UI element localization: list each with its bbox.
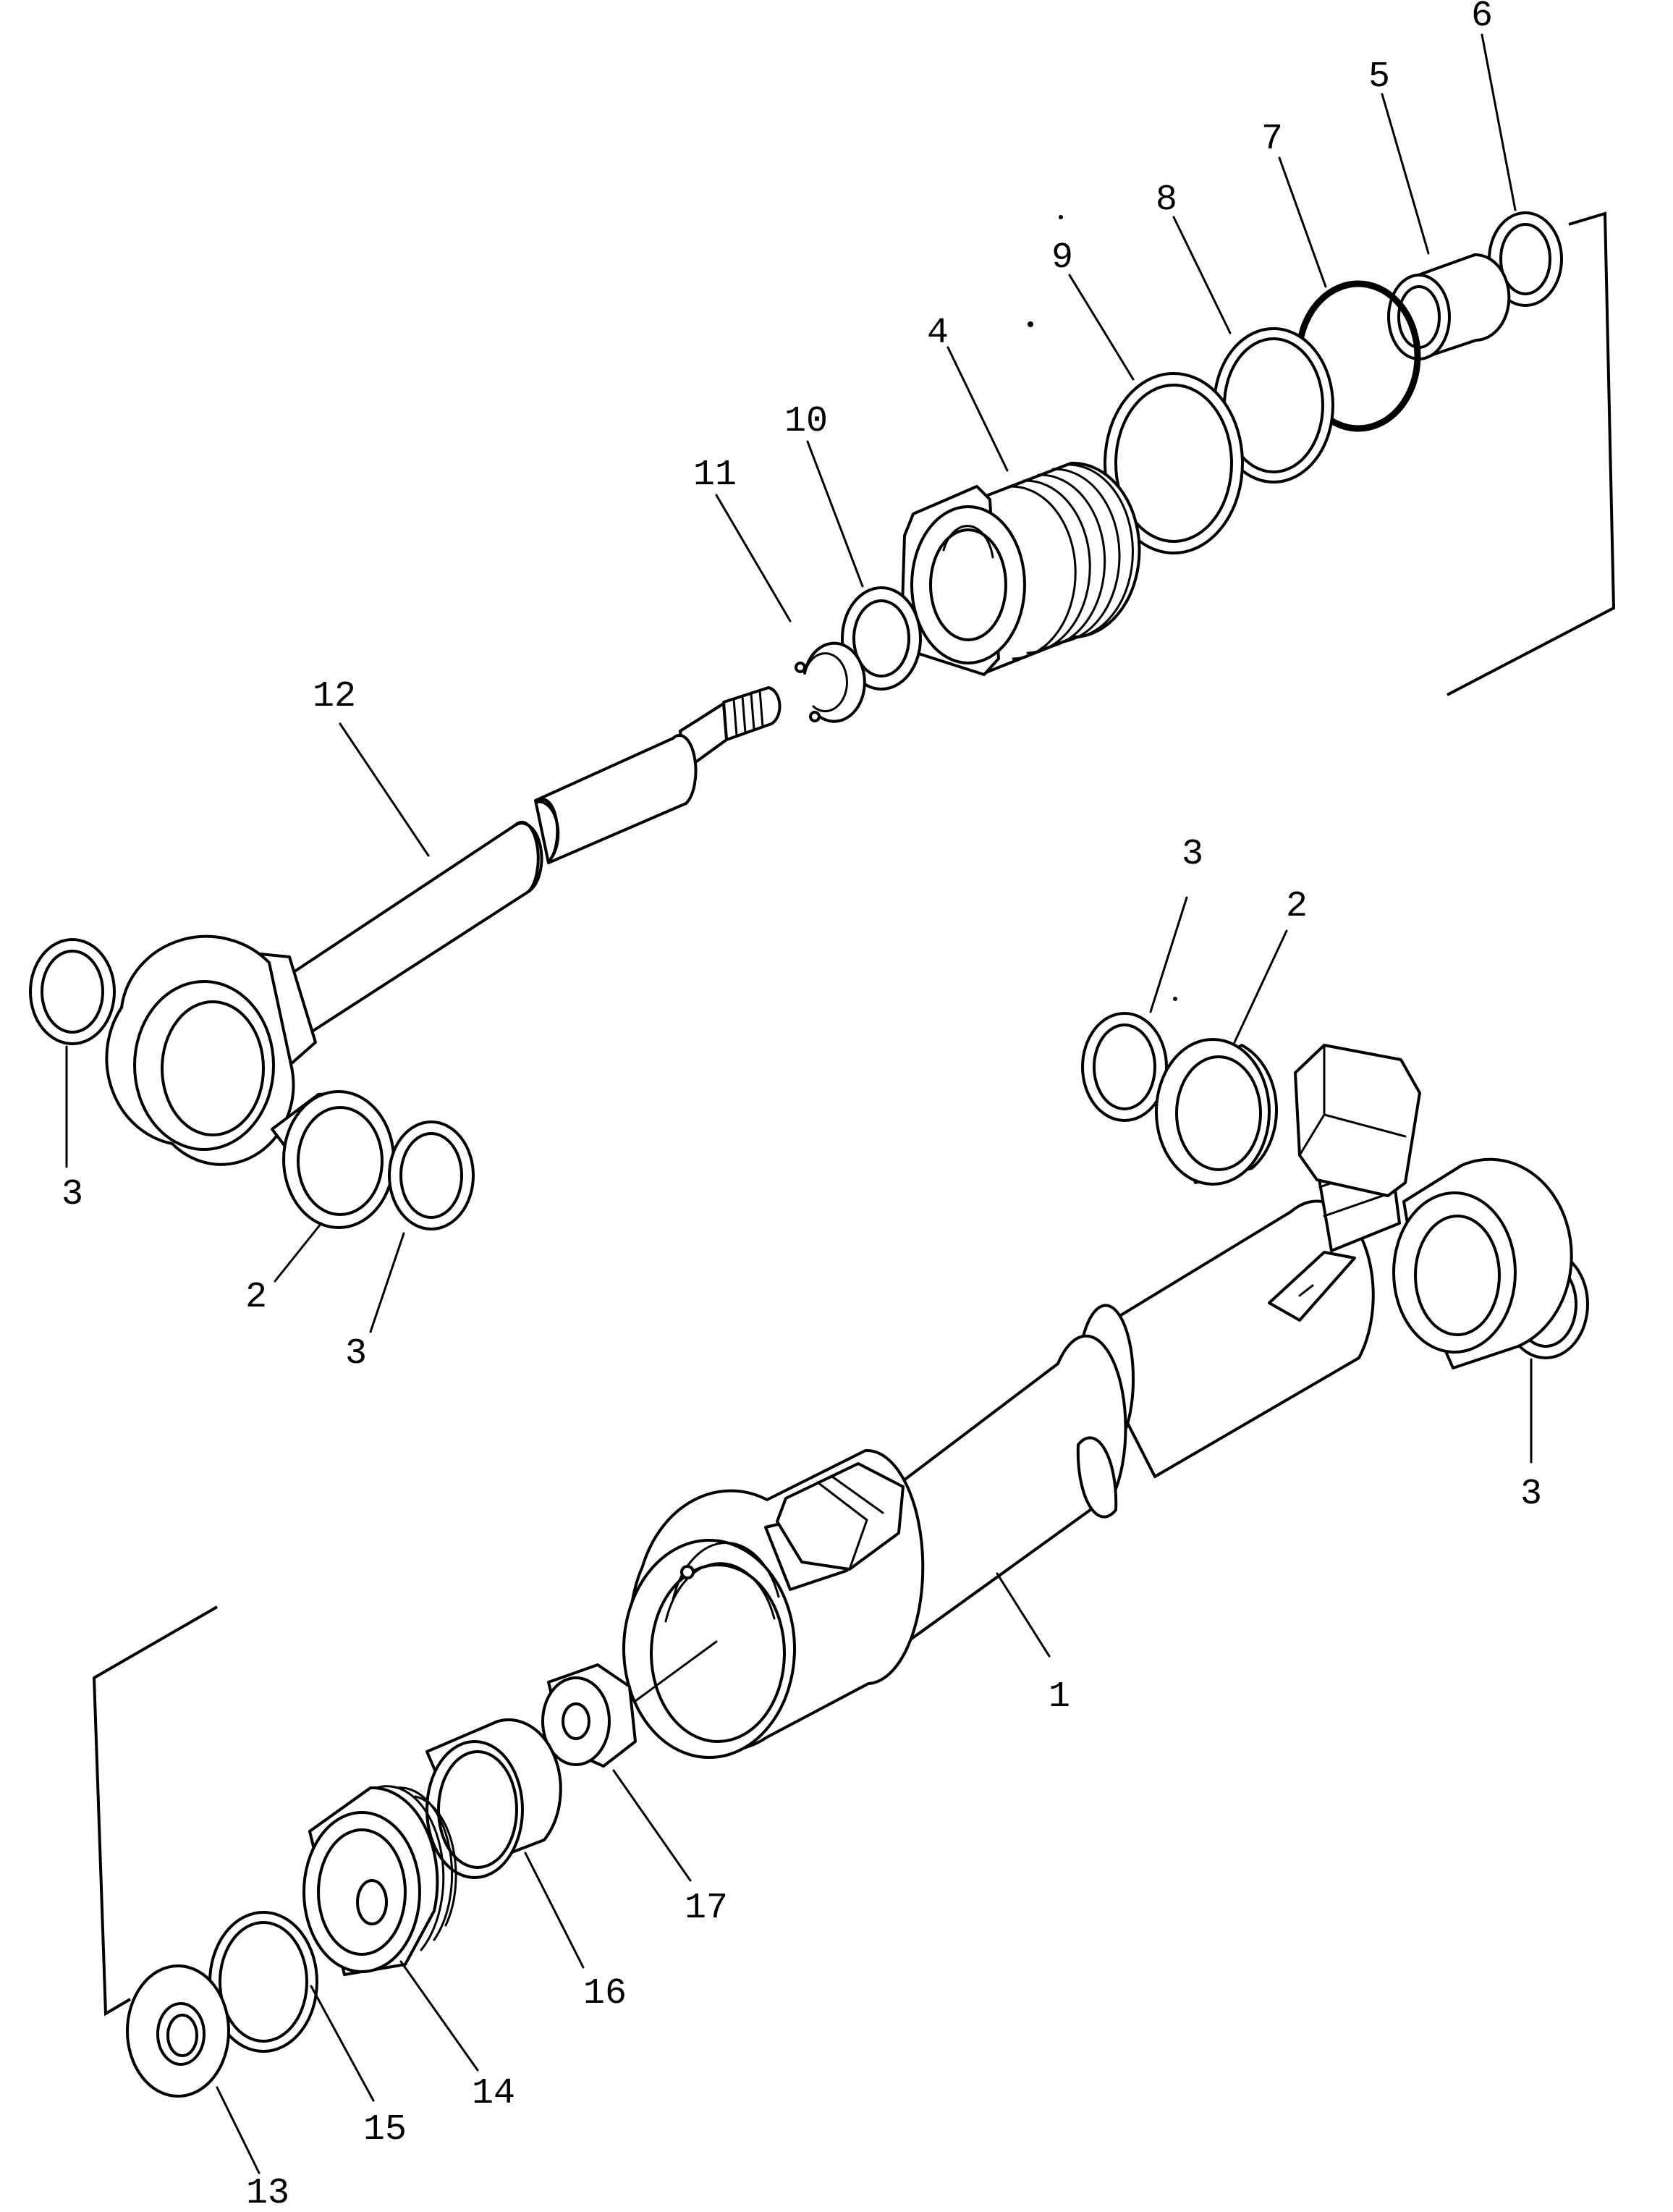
part-2-bushing-left xyxy=(271,1090,395,1229)
part-8-backup-ring xyxy=(1213,327,1334,484)
part-16-piston-ring xyxy=(425,1718,562,1879)
part-14-piston xyxy=(302,1785,457,1976)
scan-specks xyxy=(1028,215,1177,1001)
part-9-backup-ring xyxy=(1104,372,1244,554)
label-part-11: 11 xyxy=(693,455,737,496)
part-11-snap-ring xyxy=(795,641,866,723)
part-13-spacer xyxy=(126,1964,230,2098)
part-4-cylinder-head xyxy=(900,461,1141,676)
part-3-seal-left-outer xyxy=(29,938,116,1045)
label-part-3-left-outer: 3 xyxy=(62,1174,83,1215)
label-part-12: 12 xyxy=(313,676,356,717)
label-part-3-left-inner: 3 xyxy=(345,1333,367,1375)
part-1-cylinder-tube-head xyxy=(622,1334,1127,1759)
label-part-14: 14 xyxy=(472,2073,515,2114)
label-part-1: 1 xyxy=(1049,1676,1070,1718)
label-part-6: 6 xyxy=(1471,0,1493,37)
label-part-3-right-upper: 3 xyxy=(1182,834,1203,875)
leader-lines xyxy=(65,33,1533,2174)
upper-bracket xyxy=(1447,211,1616,696)
label-part-5: 5 xyxy=(1368,56,1390,98)
part-17-nut xyxy=(541,1640,718,1768)
part-2-bushing-right xyxy=(1155,1038,1278,1186)
label-part-7: 7 xyxy=(1261,119,1283,160)
part-3-seal-left-inner xyxy=(388,1120,475,1230)
label-part-13: 13 xyxy=(246,2173,289,2212)
part-15-wear-ring xyxy=(208,1911,318,2053)
label-part-10: 10 xyxy=(784,401,828,442)
label-part-15: 15 xyxy=(363,2109,407,2150)
label-part-16: 16 xyxy=(583,1973,627,2014)
lower-bracket xyxy=(92,1605,218,2017)
label-part-9: 9 xyxy=(1051,237,1073,279)
label-part-3-right-lower: 3 xyxy=(1520,1474,1542,1515)
label-part-2-right: 2 xyxy=(1286,886,1308,927)
part-1-cylinder-tube-bottom xyxy=(1076,1044,1573,1478)
part-5-bushing xyxy=(1387,253,1511,360)
label-part-8: 8 xyxy=(1156,180,1177,221)
label-part-4: 4 xyxy=(927,313,949,354)
part-3-seal-right-upper xyxy=(1081,1012,1168,1122)
callout-labels: 6 5 7 8 9 4 10 11 12 3 2 3 2 3 3 1 17 16… xyxy=(62,0,1542,2212)
part-12-piston-rod xyxy=(105,686,782,1166)
label-part-2-left: 2 xyxy=(245,1277,267,1318)
label-part-17: 17 xyxy=(685,1888,728,1929)
